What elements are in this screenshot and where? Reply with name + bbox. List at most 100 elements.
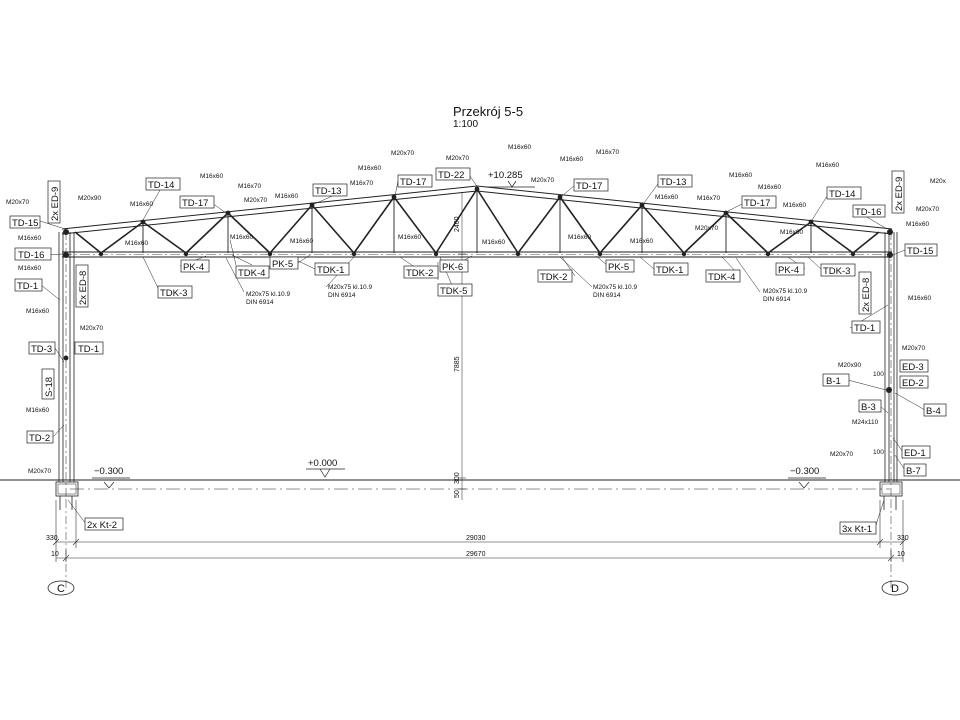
right-column	[879, 232, 903, 590]
dim-apex-height: 2400	[454, 216, 461, 232]
tag-b-7: B-7	[906, 466, 921, 477]
level-zero-marker	[306, 468, 345, 478]
bolt-label: M16x60	[783, 202, 807, 209]
axis-marker-right	[881, 580, 909, 596]
bolt-label: M20x70	[830, 451, 854, 458]
bolt-label: M16x60	[358, 165, 382, 172]
bolt-label: M16x60	[18, 265, 42, 272]
tag-ed-3: ED-3	[902, 362, 924, 373]
bolt-label: M16x70	[350, 180, 374, 187]
bolt-label: M16x60	[780, 229, 804, 236]
tag-td-17-left-1: TD-17	[182, 198, 208, 209]
tag-b-1: B-1	[826, 376, 841, 387]
tag-td-14-left: TD-14	[148, 180, 174, 191]
level-left-marker	[92, 477, 130, 489]
bolt-label: M20x70	[916, 206, 940, 213]
truss-verticals	[142, 189, 812, 253]
center-dimension-lines	[458, 192, 466, 500]
tag-td-16-right: TD-16	[855, 207, 881, 218]
level-zero: +0.000	[308, 458, 337, 469]
tag-kt-1: 3x Kt-1	[842, 524, 872, 535]
tag-tdk-4-right: TDK-4	[708, 272, 735, 283]
tag-td-16-left: TD-16	[18, 250, 44, 261]
dim-left-edge: 330	[46, 535, 58, 542]
level-right-marker	[788, 477, 826, 489]
bolt-label: M16x60	[18, 235, 42, 242]
tag-pk-6: PK-6	[442, 262, 463, 273]
dimension-chains	[52, 500, 907, 562]
bolt-label: M16x60	[482, 239, 506, 246]
bolt-label: M16x60	[130, 201, 154, 208]
bolt-label: M16x60	[290, 238, 314, 245]
tag-ed-2: ED-2	[902, 378, 924, 389]
dim-column-height: 7885	[454, 356, 461, 372]
level-left: −0.300	[94, 466, 123, 477]
bolt-label: M20x70	[6, 199, 30, 206]
tag-td-3-left: TD-3	[31, 344, 52, 355]
bolt-label: M20x70	[446, 155, 470, 162]
dim-left-small: 10	[51, 551, 59, 558]
drawing-scale: 1:100	[453, 119, 478, 130]
bolt-label: M16x60	[758, 184, 782, 191]
bolt-label: M20x70	[391, 150, 415, 157]
axis-label-right: D	[891, 583, 899, 595]
bolt-note: M20x75 kl.10.9	[593, 284, 637, 291]
tag-td-13-left: TD-13	[315, 186, 341, 197]
tag-ed-1: ED-1	[904, 448, 926, 459]
tag-td-17-left-2: TD-17	[400, 177, 426, 188]
bolt-label: M16x60	[26, 308, 50, 315]
left-column	[55, 232, 79, 590]
bolt-label: M16x70	[697, 195, 721, 202]
bolt-label: M16x70	[596, 149, 620, 156]
tag-pk-4-right: PK-4	[778, 265, 799, 276]
bolt-note: M20x75 kl.10.9	[246, 291, 290, 298]
axis-marker-left	[47, 580, 75, 596]
tag-tdk-2-left: TDK-2	[406, 268, 433, 279]
tag-td-2-left: TD-2	[29, 433, 50, 444]
bolt-label: M16x60	[508, 144, 532, 151]
section-title: Przekrój 5-5	[453, 104, 523, 119]
dim-right-edge: 330	[897, 535, 909, 542]
tag-b-3: B-3	[861, 402, 876, 413]
bolt-label: M20x70	[695, 225, 719, 232]
dim-span-outer: 29670	[466, 551, 486, 558]
bolt-note: DIN 6914	[593, 292, 621, 299]
tag-tdk-5: TDK-5	[440, 286, 467, 297]
bolt-label: M20x70	[902, 345, 926, 352]
truss-joint-plates	[63, 186, 893, 393]
tag-ed-8-left: 2x ED-8	[78, 271, 89, 305]
bolt-label: M20x90	[78, 195, 102, 202]
tag-b-4: B-4	[926, 406, 941, 417]
bolt-label: M20x70	[244, 197, 268, 204]
tag-ed-9-left: 2x ED-9	[50, 187, 61, 221]
dim-base-50: 50	[454, 490, 461, 498]
tag-td-14-right: TD-14	[829, 189, 855, 200]
dim-span-inner: 29030	[466, 535, 486, 542]
bolt-label: M16x60	[398, 234, 422, 241]
bolt-label: M16x60	[568, 234, 592, 241]
bolt-label: M16x60	[26, 407, 50, 414]
tag-ed-9-right: 2x ED-9	[894, 177, 905, 211]
bolt-label: M16x60	[816, 162, 840, 169]
bolt-label: M20x90	[838, 362, 862, 369]
bolt-note: DIN 6914	[246, 299, 274, 306]
axis-label-left: C	[57, 583, 65, 595]
bolt-note: DIN 6914	[328, 292, 356, 299]
tag-td-1-right: TD-1	[854, 323, 875, 334]
ground-line	[0, 479, 960, 490]
bolt-label: M16x60	[908, 295, 932, 302]
dim-right-100a: 100	[873, 371, 884, 378]
truss-web-members	[74, 188, 880, 254]
tag-td-1-left-2: TD-1	[78, 344, 99, 355]
level-ridge-marker	[486, 180, 535, 188]
tag-pk-5-left: PK-5	[272, 259, 293, 270]
bolt-label: M20x70	[80, 325, 104, 332]
tag-pk-4-left: PK-4	[183, 262, 204, 273]
level-right: −0.300	[790, 466, 819, 477]
tag-tdk-3-right: TDK-3	[823, 266, 850, 277]
bolt-label: M20x	[930, 178, 947, 185]
bolt-label: M16x60	[230, 234, 254, 241]
tag-tdk-1-left: TDK-1	[317, 265, 344, 276]
tag-pk-5-right: PK-5	[608, 262, 629, 273]
